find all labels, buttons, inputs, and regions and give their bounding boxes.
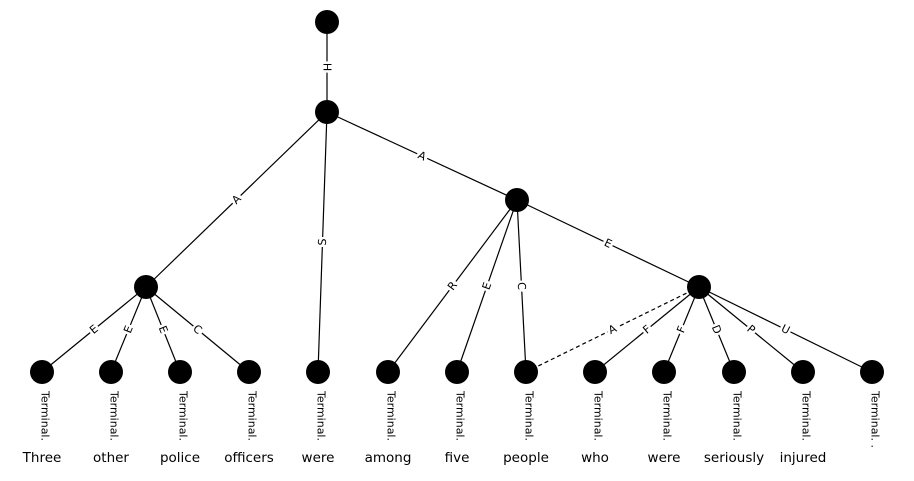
terminal-node: [583, 360, 607, 384]
terminal-node: [445, 360, 469, 384]
edge-label-background: [443, 277, 462, 295]
terminal-label: Terminal.: [523, 390, 536, 441]
edge-label: E: [480, 281, 495, 292]
graph-node: [315, 10, 339, 34]
edge-label: H: [321, 63, 334, 71]
terminal-label: Terminal.: [731, 390, 744, 441]
edge-label: E: [156, 324, 171, 335]
graph-node: [134, 275, 158, 299]
token-word: injured: [780, 450, 827, 466]
edge-label-background: [120, 322, 137, 337]
token-word: seriously: [704, 450, 764, 466]
edge-label-background: [85, 320, 103, 339]
terminal-node: [860, 360, 884, 384]
token-word: officers: [224, 450, 274, 466]
terminal-node: [237, 360, 261, 384]
terminal-label: Terminal.: [39, 390, 52, 441]
edge-label-background: [320, 61, 334, 73]
edge-label-background: [154, 322, 172, 337]
terminal-label: Terminal. .: [869, 390, 882, 448]
terminal-node: [99, 360, 123, 384]
token-word: other: [93, 450, 129, 466]
terminal-node: [652, 360, 676, 384]
edge-label: C: [515, 282, 528, 291]
edge-label-background: [707, 321, 726, 338]
terminal-label: Terminal.: [108, 390, 121, 441]
edge-label: F: [674, 324, 688, 335]
token-word: were: [648, 450, 681, 466]
terminal-node: [514, 360, 538, 384]
edge-label-background: [315, 236, 330, 248]
token-word: who: [581, 450, 609, 466]
edge-label-background: [742, 321, 760, 339]
edge-label: E: [602, 236, 614, 251]
terminal-labels-layer: Terminal. Terminal. Terminal. Terminal. Term…: [39, 390, 882, 448]
token-word: police: [160, 450, 200, 466]
terminal-label: Terminal.: [246, 390, 259, 441]
token-word: among: [365, 450, 412, 466]
terminal-node: [168, 360, 192, 384]
token-word: were: [302, 450, 335, 466]
edge-label-background: [600, 235, 616, 252]
words-layer: Three other police officers were among five peo…: [22, 450, 827, 466]
edge-label-background: [478, 278, 496, 294]
edge-label-background: [673, 322, 690, 337]
edge-label-background: [414, 147, 431, 165]
graph-node: [315, 100, 339, 124]
terminal-node: [376, 360, 400, 384]
edge-label: E: [121, 324, 136, 335]
edge-label-background: [227, 190, 246, 209]
edge-label-background: [638, 321, 656, 338]
token-word: people: [503, 450, 549, 466]
edge-label-background: [604, 320, 621, 339]
edge-label-background: [514, 280, 529, 293]
terminal-node: [306, 360, 330, 384]
terminal-node: [791, 360, 815, 384]
edge-label-background: [777, 320, 794, 339]
terminal-label: Terminal.: [592, 390, 605, 441]
edges-layer: [41, 22, 873, 373]
terminal-label: Terminal.: [661, 390, 674, 441]
edge-label: S: [316, 238, 329, 245]
terminal-label: Terminal.: [800, 390, 813, 441]
terminal-label: Terminal.: [315, 390, 328, 441]
token-word: five: [445, 450, 470, 466]
terminal-node: [722, 360, 746, 384]
graph-node: [505, 188, 529, 212]
nodes-layer: [30, 10, 884, 384]
edge-label-background: [188, 320, 207, 339]
terminal-label: Terminal.: [385, 390, 398, 441]
graph-node: [687, 275, 711, 299]
token-word: Three: [22, 450, 62, 466]
terminal-node: [30, 360, 54, 384]
terminal-label: Terminal.: [454, 390, 467, 441]
terminal-label: Terminal.: [177, 390, 190, 441]
